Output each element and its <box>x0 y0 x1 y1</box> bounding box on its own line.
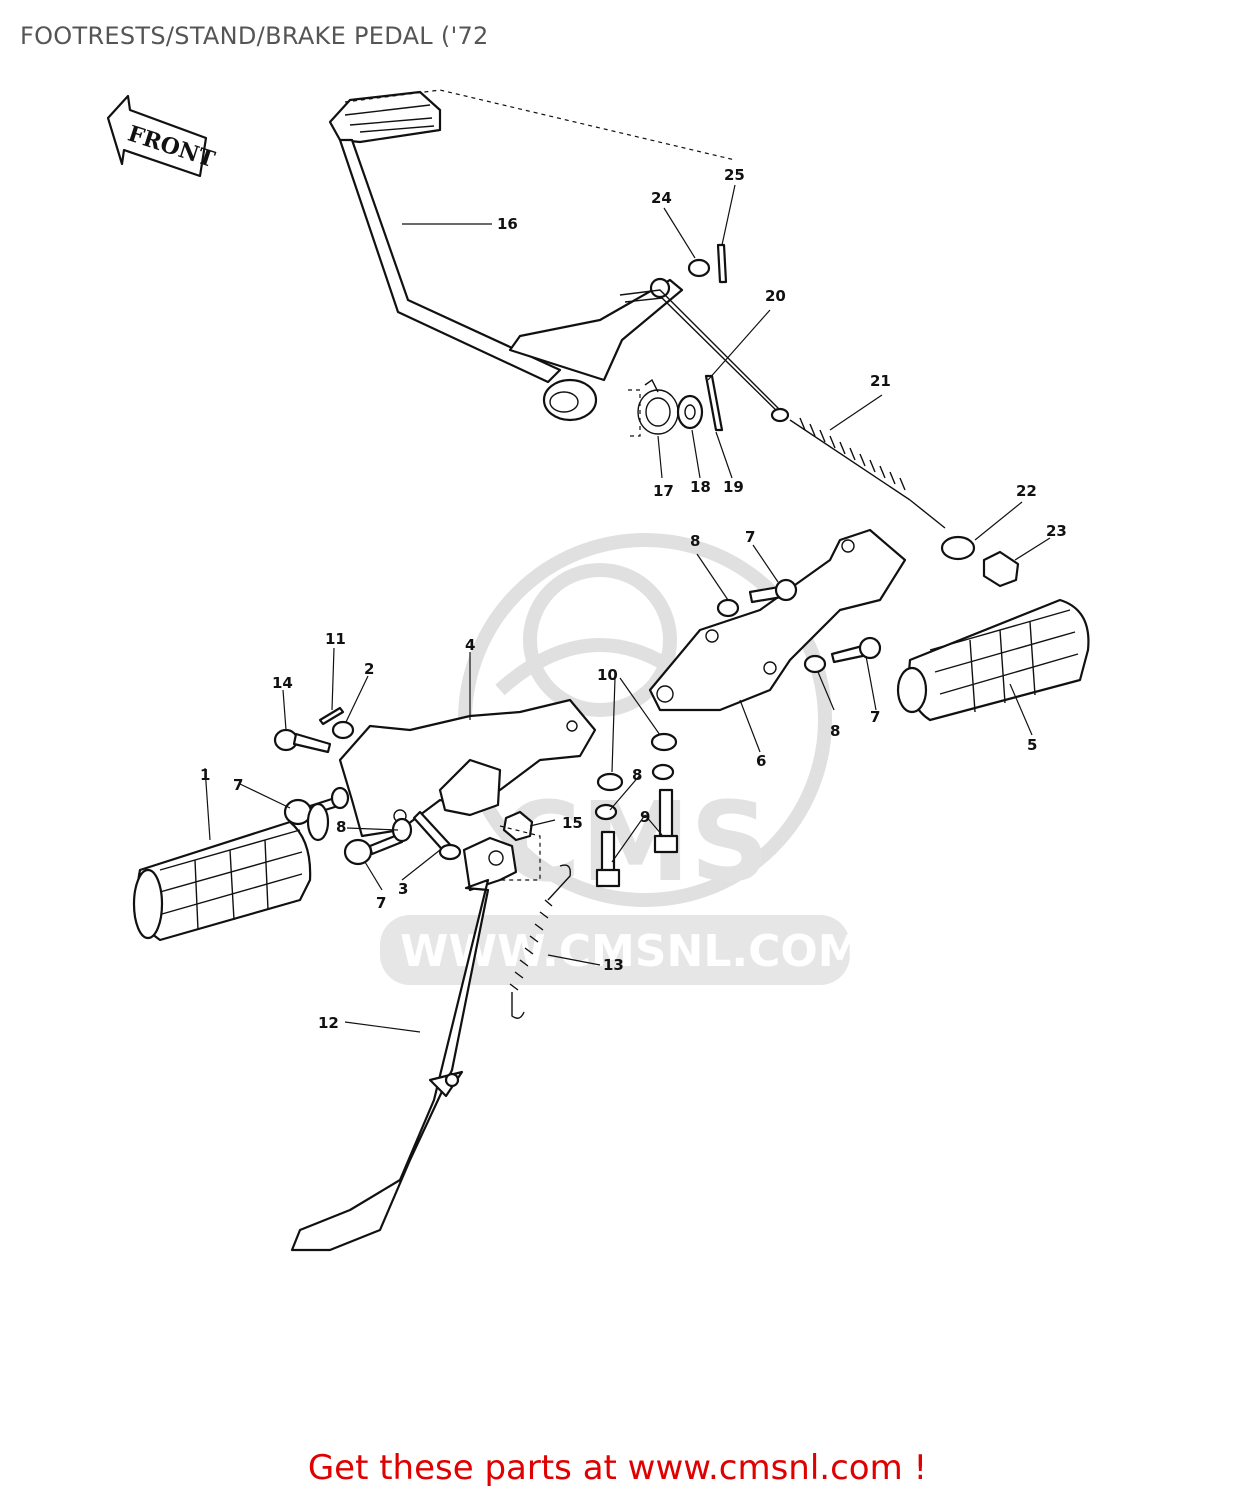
left-footrest-bracket <box>338 698 597 838</box>
washer-10a <box>650 732 678 752</box>
callout-18: 18 <box>690 478 711 496</box>
callout-14: 14 <box>272 674 293 692</box>
cotter-pin-11 <box>318 706 345 726</box>
pedal-washer <box>676 394 704 430</box>
left-footrest-rubber <box>132 802 330 942</box>
bolt-14 <box>273 728 332 754</box>
callout-8-center: 8 <box>632 766 642 784</box>
bolt-9a <box>653 788 679 854</box>
right-footrest-rubber <box>896 598 1090 722</box>
watermark: CMS WWW.CMSNL.COM <box>380 533 862 985</box>
brake-pedal <box>328 89 736 422</box>
front-arrow-icon: FRONT <box>106 94 218 178</box>
callout-12: 12 <box>318 1014 339 1032</box>
callout-5: 5 <box>1027 736 1037 754</box>
callout-22: 22 <box>1016 482 1037 500</box>
rod-joint <box>940 535 976 561</box>
callout-20: 20 <box>765 287 786 305</box>
callout-3: 3 <box>398 880 408 898</box>
pivot-bolt-3 <box>412 810 462 861</box>
callout-16: 16 <box>497 215 518 233</box>
washer-24 <box>687 258 711 278</box>
stand-spring <box>509 864 571 1019</box>
callout-2: 2 <box>364 660 374 678</box>
cotter-pin-25 <box>716 243 728 284</box>
callout-8-top: 8 <box>690 532 700 550</box>
callout-21: 21 <box>870 372 891 390</box>
washer-8e <box>651 763 675 781</box>
callout-9: 9 <box>640 808 650 826</box>
callout-24: 24 <box>651 189 672 207</box>
washer-10b <box>596 772 624 792</box>
callout-23: 23 <box>1046 522 1067 540</box>
callout-4: 4 <box>465 636 475 654</box>
bolt-7a <box>748 578 798 604</box>
bolt-7b <box>830 636 882 664</box>
washer-8a <box>716 598 740 618</box>
callout-13: 13 <box>603 956 624 974</box>
callout-7-bottom: 7 <box>376 894 386 912</box>
right-footrest-bracket <box>648 528 907 712</box>
callout-10: 10 <box>597 666 618 684</box>
bolt-7d <box>343 832 404 866</box>
side-stand <box>290 836 518 1252</box>
callout-labels: 16 24 25 20 21 17 18 19 22 23 8 7 11 2 4… <box>200 166 1067 1032</box>
callout-25: 25 <box>724 166 745 184</box>
callout-19: 19 <box>723 478 744 496</box>
callout-6: 6 <box>756 752 766 770</box>
callout-1: 1 <box>200 766 210 784</box>
adjust-nut <box>982 550 1020 588</box>
callout-7-top: 7 <box>745 528 755 546</box>
washer-8c <box>330 786 350 810</box>
bolt-9b <box>595 830 621 888</box>
return-spring <box>637 378 679 435</box>
watermark-brand: CMS <box>500 778 769 906</box>
washer-2 <box>331 720 355 740</box>
callout-15: 15 <box>562 814 583 832</box>
cotter-pin-19 <box>704 374 724 432</box>
callout-7-left: 7 <box>233 776 243 794</box>
leader-lines <box>204 184 1051 1033</box>
washer-8b <box>803 654 827 674</box>
nut-15 <box>502 810 534 842</box>
callout-8-right: 8 <box>830 722 840 740</box>
brake-rod <box>619 289 790 423</box>
callout-11: 11 <box>325 630 346 648</box>
callout-7-right: 7 <box>870 708 880 726</box>
page-title: FOOTRESTS/STAND/BRAKE PEDAL ('72 <box>20 22 489 50</box>
rod-spring <box>789 417 946 529</box>
callout-17: 17 <box>653 482 674 500</box>
get-parts-link[interactable]: Get these parts at www.cmsnl.com ! <box>307 1448 928 1488</box>
callout-8-left: 8 <box>336 818 346 836</box>
